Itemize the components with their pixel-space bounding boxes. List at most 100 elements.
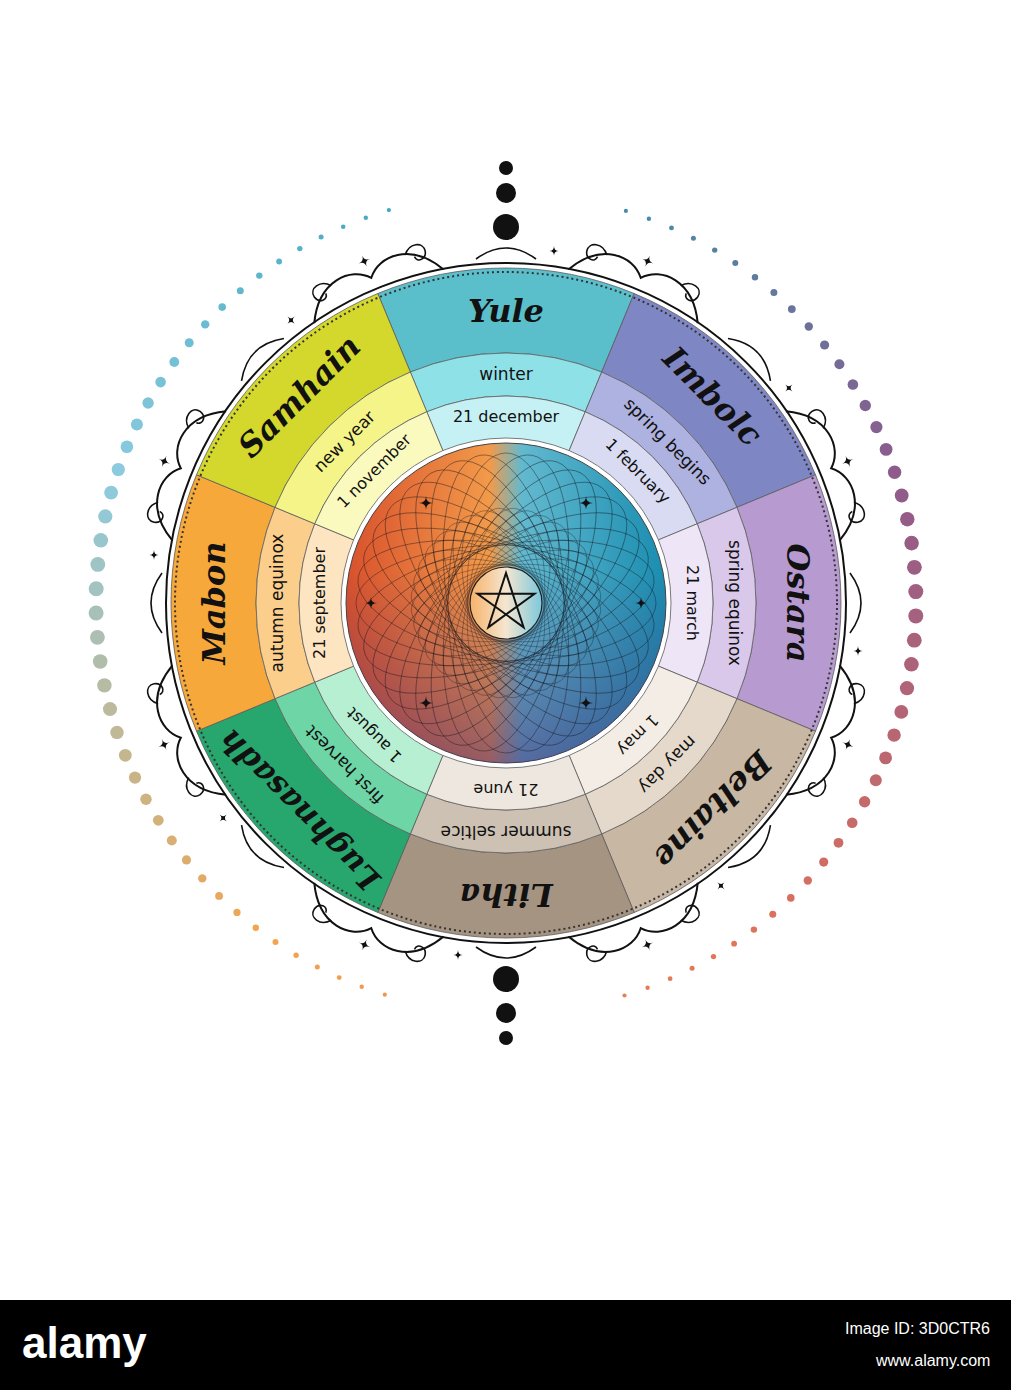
- color-dot: [647, 217, 651, 221]
- spiro-line: [345, 497, 667, 709]
- sparkle-star: [853, 646, 863, 656]
- flourish-curl: [403, 242, 428, 264]
- flourish-curl: [145, 500, 167, 525]
- date-label: 21 december: [453, 408, 559, 426]
- sparkle-star: [635, 597, 647, 609]
- color-dot: [860, 400, 871, 411]
- spiro-line: [404, 528, 608, 677]
- spiro-line: [345, 497, 667, 709]
- sector-band: [427, 755, 585, 810]
- spiro-line: [431, 501, 580, 705]
- color-dot: [110, 726, 123, 739]
- sector-band: [602, 294, 816, 508]
- color-dot: [904, 657, 919, 672]
- flourish-curl: [806, 407, 828, 432]
- color-dot: [387, 208, 391, 212]
- spiro-line: [400, 442, 612, 764]
- color-dot: [360, 985, 364, 989]
- mandala: [345, 442, 667, 764]
- sparkle-star: [640, 253, 656, 269]
- sabbat-name: Mabon: [196, 541, 233, 664]
- color-dot: [364, 216, 368, 220]
- season-label: autumn equinox: [268, 534, 288, 673]
- color-dot: [112, 463, 125, 476]
- date-label: 21 yune: [473, 780, 538, 798]
- spiro-line: [381, 444, 631, 762]
- spiro-line: [408, 557, 604, 649]
- date-label: 1 august: [343, 703, 406, 766]
- frame-ring: [166, 263, 846, 943]
- color-dot: [140, 794, 151, 805]
- color-dot: [859, 796, 870, 807]
- sparkle-star: [419, 496, 433, 510]
- sparkle-star: [284, 313, 298, 327]
- flourish-curl: [584, 242, 609, 264]
- flourish: [453, 947, 536, 960]
- color-dot: [153, 815, 164, 826]
- color-dot: [185, 338, 194, 347]
- sparkle-star: [579, 696, 593, 710]
- sector-band: [427, 396, 585, 451]
- color-dot: [297, 246, 302, 251]
- color-dot: [731, 941, 737, 947]
- color-dot: [847, 817, 858, 828]
- color-dot: [900, 512, 914, 526]
- flourish-curl: [584, 942, 609, 964]
- season-label: summer seltice: [441, 821, 572, 841]
- color-dot: [293, 953, 298, 958]
- sparkle-star: [357, 253, 373, 269]
- color-dot: [89, 581, 104, 596]
- flourish-curl: [845, 500, 867, 525]
- color-dot: [895, 489, 909, 503]
- date-label: 21 september: [311, 547, 329, 659]
- spiro-line: [354, 462, 658, 744]
- color-dot: [894, 705, 908, 719]
- spiro-line: [348, 520, 664, 686]
- color-dot: [904, 536, 919, 551]
- dot-ring: [89, 208, 924, 998]
- watermark-text: Image ID: 3D0CTR6: [845, 1320, 990, 1338]
- flourish-arc: [151, 573, 162, 633]
- color-dot: [237, 287, 244, 294]
- color-dot: [182, 855, 191, 864]
- sparkle-star: [357, 937, 373, 953]
- color-dot: [732, 260, 738, 266]
- pentagram: [477, 573, 534, 627]
- color-dot: [751, 926, 757, 932]
- color-dot: [169, 357, 179, 367]
- ornate-frame: [132, 229, 880, 977]
- color-dot: [769, 911, 776, 918]
- watermark-text: alamy: [22, 1318, 147, 1368]
- color-dot: [820, 340, 829, 349]
- flourish-curl: [677, 280, 702, 302]
- spiro-line: [381, 444, 631, 762]
- spiro-line: [348, 520, 664, 686]
- sparkle-star: [579, 496, 593, 510]
- color-dot: [624, 209, 628, 213]
- color-dot: [752, 274, 758, 280]
- watermark-text: www.alamy.com: [876, 1352, 990, 1370]
- wheel-sectors: [171, 268, 841, 938]
- color-dot: [805, 322, 813, 330]
- color-dot: [888, 466, 901, 479]
- sparkle-star: [149, 550, 159, 560]
- color-dot: [253, 925, 259, 931]
- color-dot: [98, 509, 112, 523]
- color-dot: [908, 608, 923, 623]
- sparkle-star: [640, 937, 656, 953]
- sparkle-star: [549, 246, 559, 256]
- color-dot: [201, 320, 209, 328]
- sabbat-name: Litha: [459, 877, 552, 914]
- color-dot: [788, 305, 796, 313]
- color-dot: [256, 272, 262, 278]
- color-dot: [870, 421, 882, 433]
- sparkle-star: [365, 597, 377, 609]
- spiro-line: [347, 478, 665, 728]
- sparkle-star: [714, 879, 728, 893]
- color-dot: [622, 993, 626, 997]
- spiro-line: [420, 503, 591, 702]
- spiro-line: [406, 517, 605, 688]
- flourish: [149, 550, 162, 633]
- flourish-arc: [850, 573, 861, 633]
